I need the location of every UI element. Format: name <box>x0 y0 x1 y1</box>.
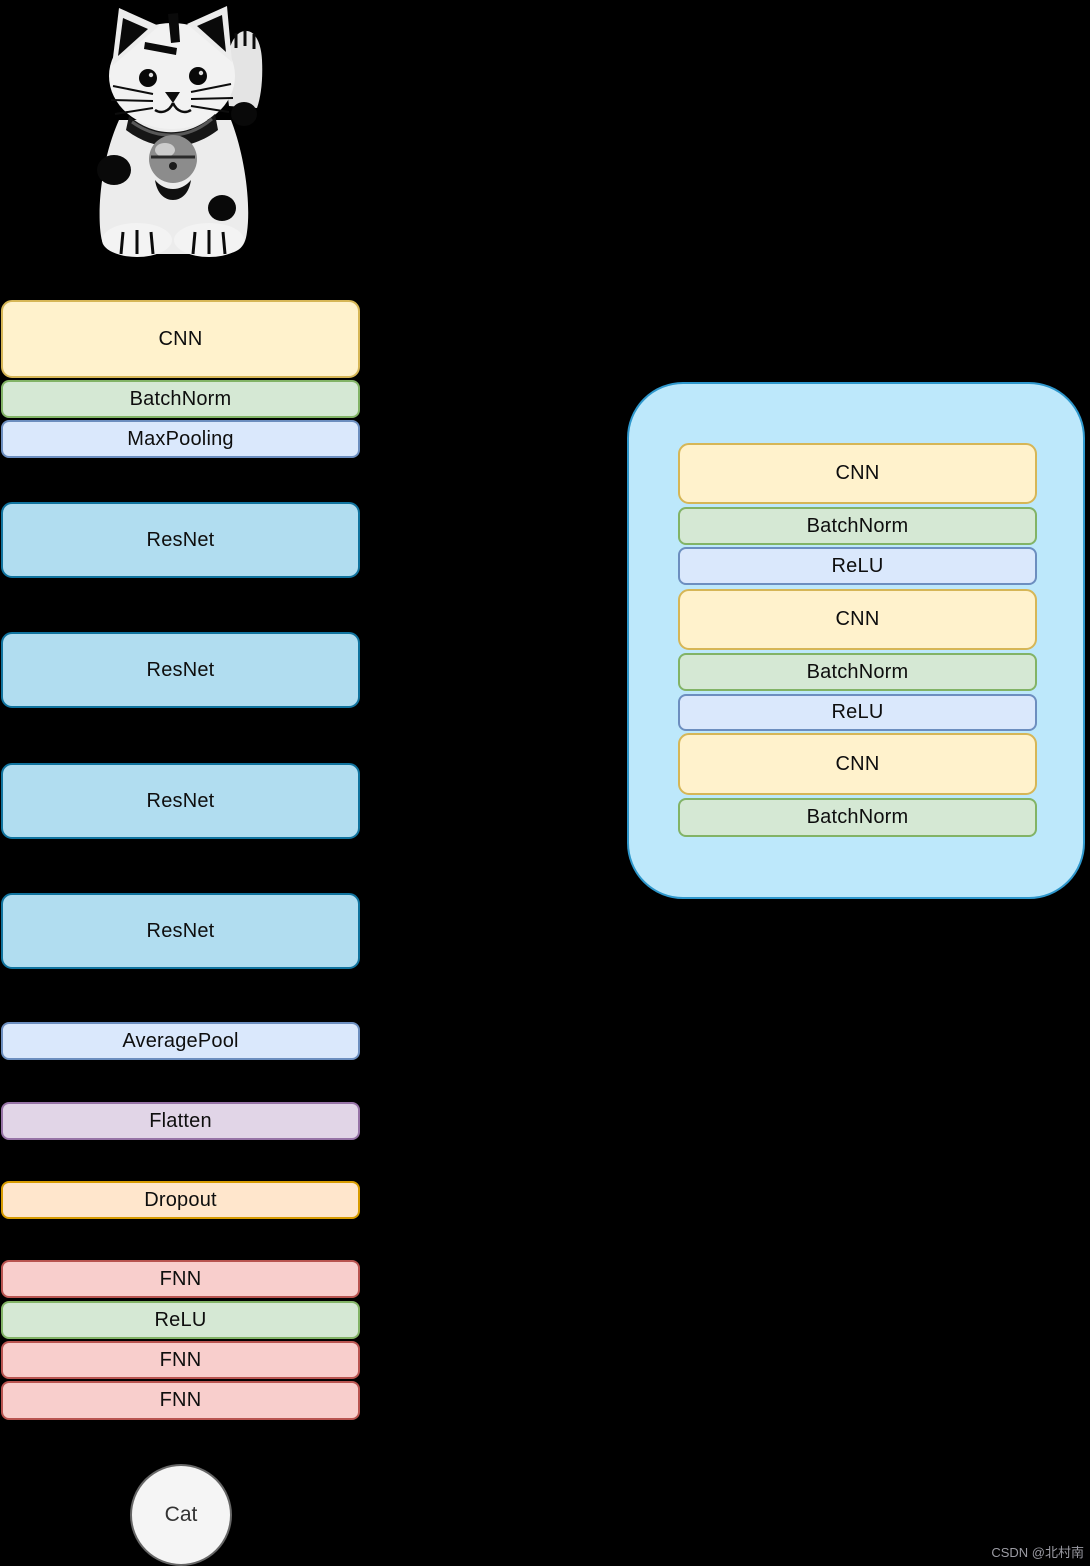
output-label: Cat <box>164 1503 198 1526</box>
resnet-detail-relu-1: ReLU <box>678 547 1037 585</box>
layer-block-resnet-2: ResNet <box>1 632 360 708</box>
output-node-cat: Cat <box>130 1464 232 1566</box>
layer-block-dropout: Dropout <box>1 1181 360 1219</box>
cat-muzzle <box>154 92 192 114</box>
layer-block-resnet-1: ResNet <box>1 502 360 578</box>
layer-block-cnn: CNN <box>1 300 360 378</box>
cat-head <box>109 23 235 129</box>
cat-whiskers <box>110 83 234 115</box>
cat-collar-bell <box>126 114 218 200</box>
cat-head-stripes <box>144 13 180 55</box>
layer-block-relu: ReLU <box>1 1301 360 1339</box>
cat-raised-paw <box>226 30 263 108</box>
layer-block-averagepool: AveragePool <box>1 1022 360 1060</box>
layer-block-resnet-4: ResNet <box>1 893 360 969</box>
layer-block-batchnorm: BatchNorm <box>1 380 360 418</box>
cat-spots <box>97 102 257 221</box>
resnet-detail-cnn-2: CNN <box>678 589 1037 650</box>
resnet-detail-batchnorm-3: BatchNorm <box>678 798 1037 837</box>
resnet-detail-cnn-1: CNN <box>678 443 1037 504</box>
resnet-detail-batchnorm-2: BatchNorm <box>678 653 1037 691</box>
cat-body <box>99 120 249 254</box>
layer-block-maxpooling: MaxPooling <box>1 420 360 458</box>
resnet-detail-relu-2: ReLU <box>678 694 1037 731</box>
watermark: CSDN @北村南 <box>991 1545 1084 1560</box>
layer-block-fnn-2: FNN <box>1 1341 360 1379</box>
layer-block-flatten: Flatten <box>1 1102 360 1140</box>
cat-eyes <box>139 67 207 87</box>
cat-ears <box>112 6 232 66</box>
resnet-detail-cnn-3: CNN <box>678 733 1037 795</box>
layer-block-resnet-3: ResNet <box>1 763 360 839</box>
resnet-detail-container: CNN BatchNorm ReLU CNN BatchNorm ReLU CN… <box>627 382 1085 899</box>
layer-block-fnn-1: FNN <box>1 1260 360 1298</box>
resnet-detail-batchnorm-1: BatchNorm <box>678 507 1037 545</box>
layer-block-fnn-3: FNN <box>1 1381 360 1420</box>
input-cat-photo <box>97 6 263 257</box>
cat-feet <box>102 223 244 257</box>
